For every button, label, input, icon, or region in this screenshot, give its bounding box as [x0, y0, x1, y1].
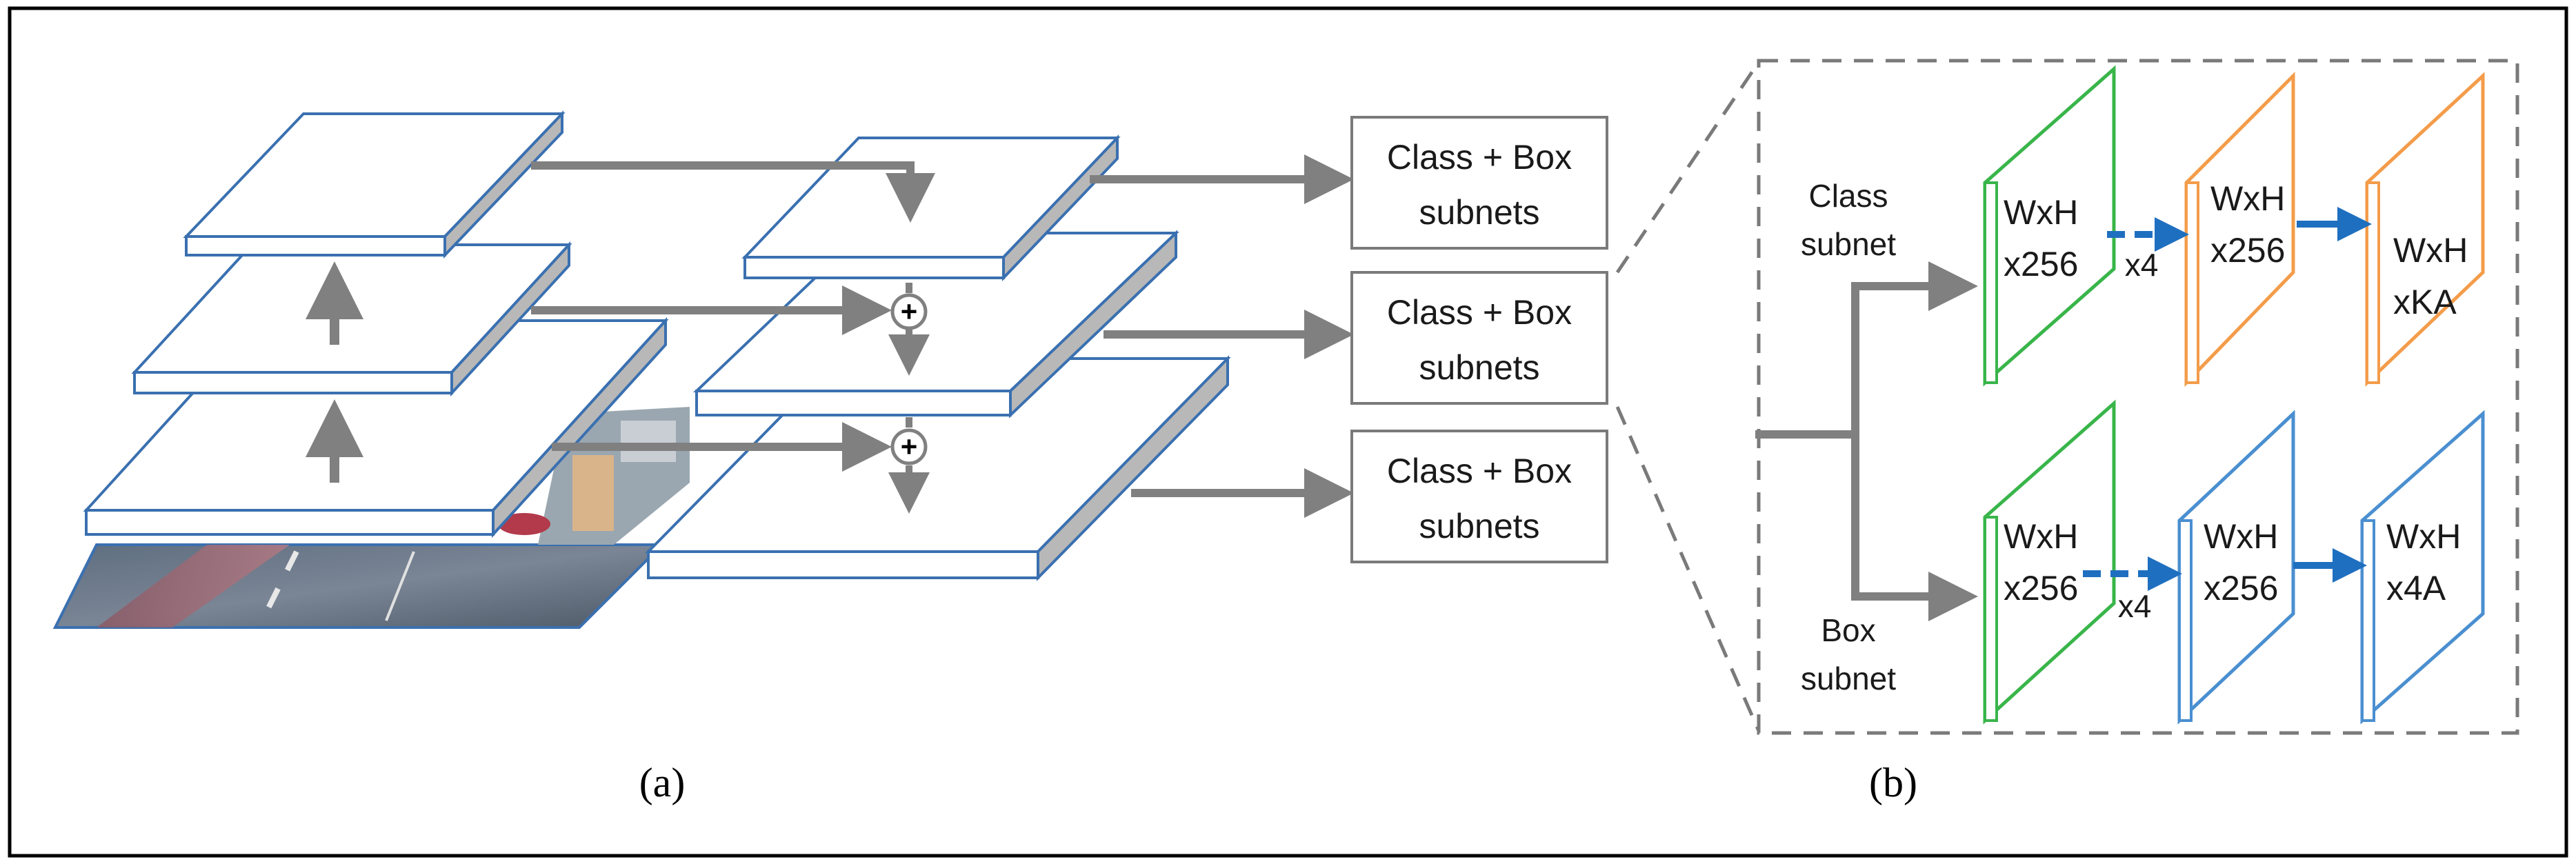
- subnet-box-1: Class + Box subnets: [1350, 116, 1608, 250]
- caption-a: (a): [639, 760, 686, 805]
- box-fmap-2: WxH x256: [2177, 410, 2295, 725]
- svg-text:subnets: subnets: [1419, 507, 1539, 545]
- svg-text:x256: x256: [2004, 569, 2078, 607]
- caption-b: (b): [1869, 760, 1917, 805]
- svg-text:Class + Box: Class + Box: [1387, 452, 1572, 490]
- svg-text:WxH: WxH: [2393, 231, 2468, 270]
- merge-node-2: +: [890, 428, 928, 465]
- svg-text:WxH: WxH: [2210, 179, 2285, 218]
- box-fmap-1: WxH x256: [1983, 399, 2116, 725]
- zoom-line-top: [1615, 61, 1761, 274]
- class-branch-arrow: [1851, 261, 1978, 434]
- subnet-box-2: Class + Box subnets: [1350, 271, 1608, 405]
- class-fmap-1: WxH x256: [1983, 65, 2116, 387]
- class-branch-label-2: subnet: [1801, 226, 1896, 262]
- svg-text:subnets: subnets: [1419, 193, 1539, 232]
- class-repeat-label: x4: [2125, 247, 2159, 283]
- svg-text:x4A: x4A: [2386, 569, 2446, 607]
- svg-text:x256: x256: [2204, 569, 2278, 607]
- box-fmap-3: WxH x4A: [2360, 410, 2485, 725]
- svg-text:+: +: [901, 430, 918, 463]
- svg-text:Class + Box: Class + Box: [1387, 138, 1572, 177]
- class-fmap-3: WxH xKA: [2365, 72, 2485, 387]
- panel-b: Class subnet Box subnet WxH x256 WxH x25…: [1755, 59, 2519, 805]
- zoom-line-bottom: [1615, 406, 1761, 732]
- svg-text:subnets: subnets: [1419, 348, 1539, 387]
- left-slab-small: [183, 110, 566, 259]
- box-repeat-label: x4: [2118, 588, 2152, 624]
- merge-node-1: +: [890, 293, 928, 330]
- outer-frame: [8, 6, 2568, 858]
- svg-text:Class + Box: Class + Box: [1387, 293, 1572, 332]
- right-slab-medium: [693, 230, 1179, 419]
- zoom-box: [1757, 59, 2519, 735]
- class-fmap-2: WxH x256: [2184, 71, 2295, 388]
- svg-text:x256: x256: [2210, 231, 2285, 270]
- box-branch-label-2: subnet: [1801, 661, 1896, 696]
- svg-text:x256: x256: [2004, 245, 2078, 283]
- class-branch-label-1: Class: [1808, 178, 1888, 214]
- svg-text:WxH: WxH: [2204, 517, 2278, 556]
- input-image: [52, 407, 690, 629]
- subnet-box-3: Class + Box subnets: [1350, 430, 1608, 563]
- svg-text:WxH: WxH: [2004, 193, 2078, 232]
- lateral-arrow-top: [531, 161, 935, 223]
- box-branch-arrow: [1851, 434, 1978, 621]
- svg-text:xKA: xKA: [2393, 283, 2457, 321]
- panel-a: + + Class + Box subnets Class + Box subn…: [52, 110, 1608, 805]
- svg-text:WxH: WxH: [2004, 517, 2078, 556]
- svg-text:+: +: [901, 295, 918, 328]
- box-branch-label-1: Box: [1821, 612, 1875, 648]
- svg-text:WxH: WxH: [2386, 517, 2461, 556]
